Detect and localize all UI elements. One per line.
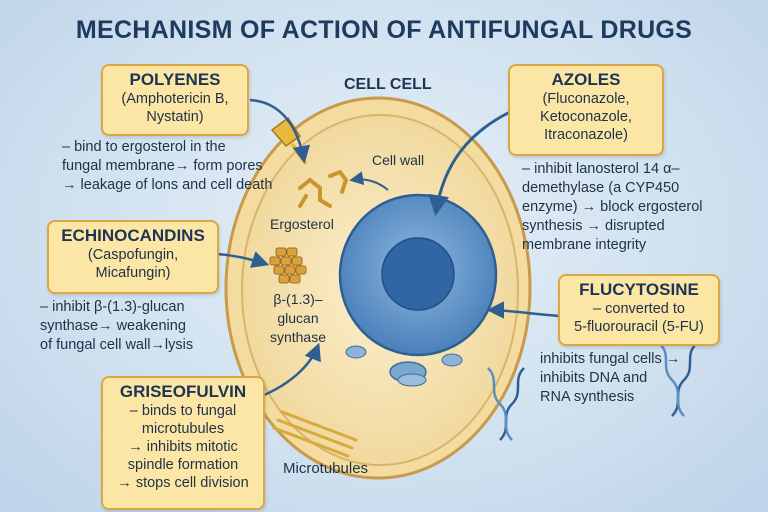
griseofulvin-line: → inhibits mitotic [128, 439, 238, 455]
mechanism-line: inhibits DNA and [540, 370, 648, 386]
polyenes-box: POLYENES (Amphotericin B, Nystatin) [101, 64, 249, 136]
vesicle [441, 353, 463, 367]
glucan-label-line: β-(1.3)– [273, 291, 323, 307]
flucytosine-box: FLUCYTOSINE – converted to 5-fluorouraci… [558, 274, 720, 346]
mechanism-line: of fungal cell wall→lysis [40, 337, 194, 353]
polyenes-mechanism: – bind to ergosterol in the fungal membr… [62, 138, 282, 195]
dna-helix [487, 367, 525, 441]
flucytosine-mechanism: inhibits fungal cells → inhibits DNA and… [540, 350, 720, 407]
griseofulvin-line: → stops cell division [117, 475, 249, 491]
griseofulvin-line: – binds to fungal [129, 403, 237, 419]
cell-wall-label: Cell wall [372, 152, 425, 168]
ergosterol-molecule [298, 169, 349, 208]
mechanism-line: – inhibit β-(1.3)-glucan [40, 299, 185, 315]
mechanism-line: – inhibit lanosterol 14 α– [522, 161, 680, 177]
mechanism-line: synthase→ weakening [40, 318, 186, 334]
azoles-example: Ketoconazole, [540, 109, 632, 125]
mechanism-line: demethylase (a CYP450 [522, 180, 680, 196]
echinocandins-name: ECHINOCANDINS [61, 226, 205, 245]
griseofulvin-line: spindle formation [127, 457, 239, 473]
nucleolus [381, 237, 455, 311]
azoles-example: Itraconazole) [544, 127, 628, 143]
mechanism-line: membrane integrity [522, 237, 647, 253]
mechanism-line: RNA synthesis [540, 389, 635, 405]
dna-helix [659, 343, 697, 417]
microtubules-label: Microtubules [283, 460, 369, 477]
mechanism-line: – bind to ergosterol in the [62, 139, 226, 155]
azoles-mechanism: – inhibit lanosterol 14 α– demethylase (… [522, 160, 748, 255]
mechanism-line: synthesis → disrupted [522, 218, 665, 234]
glucan-label-line: glucan [277, 310, 319, 326]
polyenes-name: POLYENES [129, 70, 221, 89]
flucytosine-example: – converted to [593, 301, 685, 317]
polyenes-arrow [249, 98, 311, 164]
polyenes-example: (Amphotericin B, [121, 91, 229, 107]
microtubules-lines [272, 410, 358, 458]
glucan-synthase-blocks [269, 247, 307, 284]
echinocandins-mechanism: – inhibit β-(1.3)-glucan synthase→ weake… [40, 298, 240, 355]
flucytosine-name: FLUCYTOSINE [579, 280, 699, 299]
mechanism-line: fungal membrane→ form pores [62, 158, 263, 174]
griseofulvin-arrow [261, 342, 321, 398]
griseofulvin-line: microtubules [141, 421, 225, 437]
mechanism-line: → leakage of lons and cell death [62, 177, 273, 193]
azoles-box: AZOLES (Fluconazole, Ketoconazole, Itrac… [508, 64, 664, 156]
cell-wall-arrow [349, 171, 389, 191]
flucytosine-example: 5-fluorouracil (5-FU) [574, 319, 704, 335]
vesicle [345, 345, 367, 359]
azoles-name: AZOLES [551, 70, 621, 89]
mechanism-line: enzyme) → block ergosterol [522, 199, 703, 215]
glucan-synthase-label: β-(1.3)– glucan synthase [262, 290, 334, 347]
vesicle [397, 373, 427, 387]
griseofulvin-name: GRISEOFULVIN [119, 382, 247, 401]
echinocandins-example: (Caspofungin, [87, 247, 179, 263]
azoles-example: (Fluconazole, [542, 91, 630, 107]
ergosterol-label: Ergosterol [270, 216, 334, 232]
echinocandins-example: Micafungin) [95, 265, 171, 281]
cell-title: CELL CELL [344, 76, 432, 93]
echinocandins-box: ECHINOCANDINS (Caspofungin, Micafungin) [47, 220, 219, 294]
polyenes-example: Nystatin) [146, 109, 204, 125]
mechanism-line: inhibits fungal cells → [540, 351, 681, 367]
echinocandins-arrow [217, 251, 270, 268]
griseofulvin-box: GRISEOFULVIN – binds to fungal microtubu… [101, 376, 265, 510]
flucytosine-arrow [486, 301, 561, 319]
page-title: MECHANISM OF ACTION OF ANTIFUNGAL DRUGS [75, 16, 693, 44]
glucan-label-line: synthase [269, 329, 327, 345]
azoles-arrow [428, 110, 511, 217]
